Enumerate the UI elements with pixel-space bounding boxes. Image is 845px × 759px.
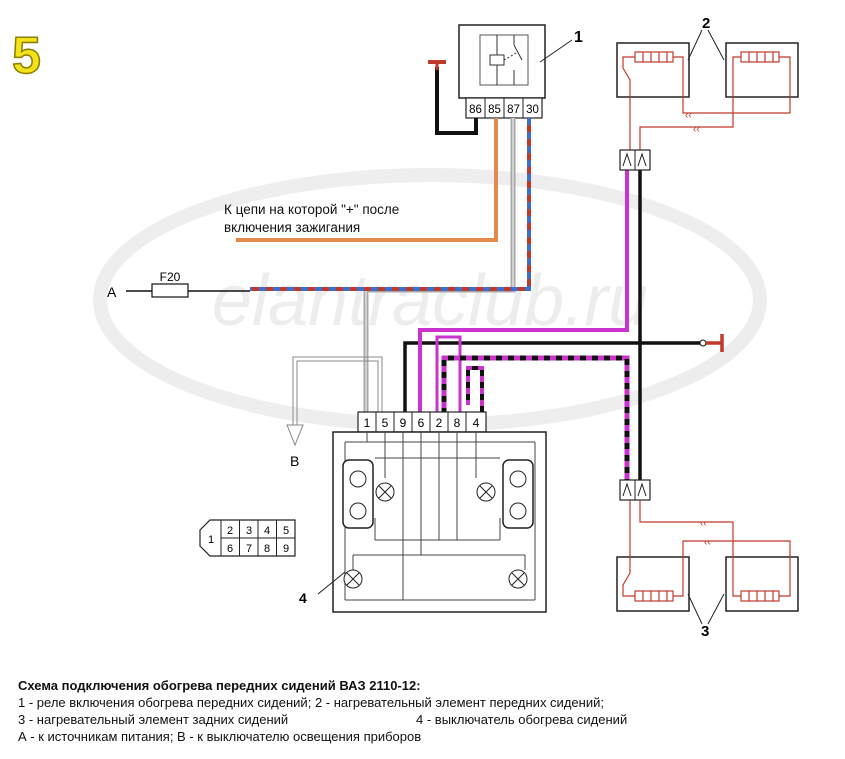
pinout-9: 9 [283,543,289,555]
figure-number-badge: 5 [11,27,41,85]
relay-pin-86: 86 [469,104,482,116]
relay-ground-wire [428,60,478,135]
wire-purple [418,170,629,412]
relay-pin-87: 87 [507,104,520,116]
caption-item4-group: 4 - выключатель обогрева сидений [416,711,627,728]
pinout-6: 6 [227,543,233,555]
switch-pin-2: 2 [436,416,443,430]
front-heaters-callout: 2 [702,15,710,32]
caption-line-2: 3 - нагревательный элемент задних сидени… [18,711,818,728]
output-b-arrow: B [286,356,383,469]
connector-pinout: 1 2 3 4 5 6 7 8 9 [199,519,296,557]
wire-purple-black [441,355,630,485]
ignition-note-line1: К цепи на которой "+" после [224,202,400,217]
switch-pin-8: 8 [454,416,461,430]
switch-pin-4: 4 [473,416,480,430]
relay-pin-85: 85 [488,104,501,116]
pinout-7: 7 [246,543,252,555]
caption-title: Схема подключения обогрева передних сиде… [18,678,421,693]
svg-text:‹‹: ‹‹ [700,518,707,529]
switch-pin-6: 6 [418,416,425,430]
svg-text:‹‹: ‹‹ [704,537,711,548]
seat-heat-switch: 1 5 9 6 2 8 4 [299,411,547,613]
caption-line-1: 1 - реле включения обогрева передних сид… [18,694,818,711]
watermark: elantraclub.ru [93,168,767,432]
caption-item1: - реле включения обогрева передних сиден… [25,695,315,710]
relay: 86 85 87 30 1 [458,24,583,119]
relay-callout: 1 [574,29,583,46]
wire-ignition-orange [236,118,498,242]
caption-item3-number: 3 [18,712,26,727]
label-b: B [290,453,299,469]
ignition-note-line2: включения зажигания [224,220,361,235]
pinout-4: 4 [264,525,270,537]
switch-rocker-right [502,459,534,529]
caption-item4-number: 4 [416,712,424,727]
heater-element-icon [622,51,791,150]
switch-pin-1: 1 [364,416,371,430]
fuse-label: F20 [160,270,181,284]
switch-rocker-left [342,459,374,529]
caption-item4: - выключатель обогрева сидений [423,712,628,727]
caption-item2: - нагревательный элемент передних сидени… [322,695,604,710]
ground-bus [403,170,724,485]
pinout-1: 1 [208,534,214,546]
svg-text:‹‹: ‹‹ [693,124,700,135]
caption-item2-number: 2 [314,695,323,710]
ignition-note: К цепи на которой "+" после включения за… [224,201,399,237]
fuse-line: F20 A [107,270,250,300]
switch-pin-9: 9 [400,416,407,430]
caption-line-3: А - к источникам питания; В - к выключат… [18,729,422,744]
diagram-caption: Схема подключения обогрева передних сиде… [18,677,818,745]
switch-callout: 4 [299,590,307,606]
watermark-text: elantraclub.ru [212,261,648,341]
svg-text:‹‹: ‹‹ [685,110,692,121]
rear-heaters-callout: 3 [701,623,709,640]
caption-item3: - нагревательный элемент задних сидений [25,712,289,727]
pinout-2: 2 [227,525,233,537]
relay-pin-30: 30 [526,104,539,116]
pinout-3: 3 [246,525,252,537]
front-heaters: ‹‹ ‹‹ 2 [616,15,799,171]
label-a: A [107,284,117,300]
caption-item1-number: 1 [18,695,26,710]
switch-pin-5: 5 [382,416,389,430]
indicator-lamp-icon [343,482,528,589]
rear-heaters: ‹‹ ‹‹ 3 [616,479,799,640]
pinout-5: 5 [283,525,289,537]
pinout-8: 8 [264,543,270,555]
